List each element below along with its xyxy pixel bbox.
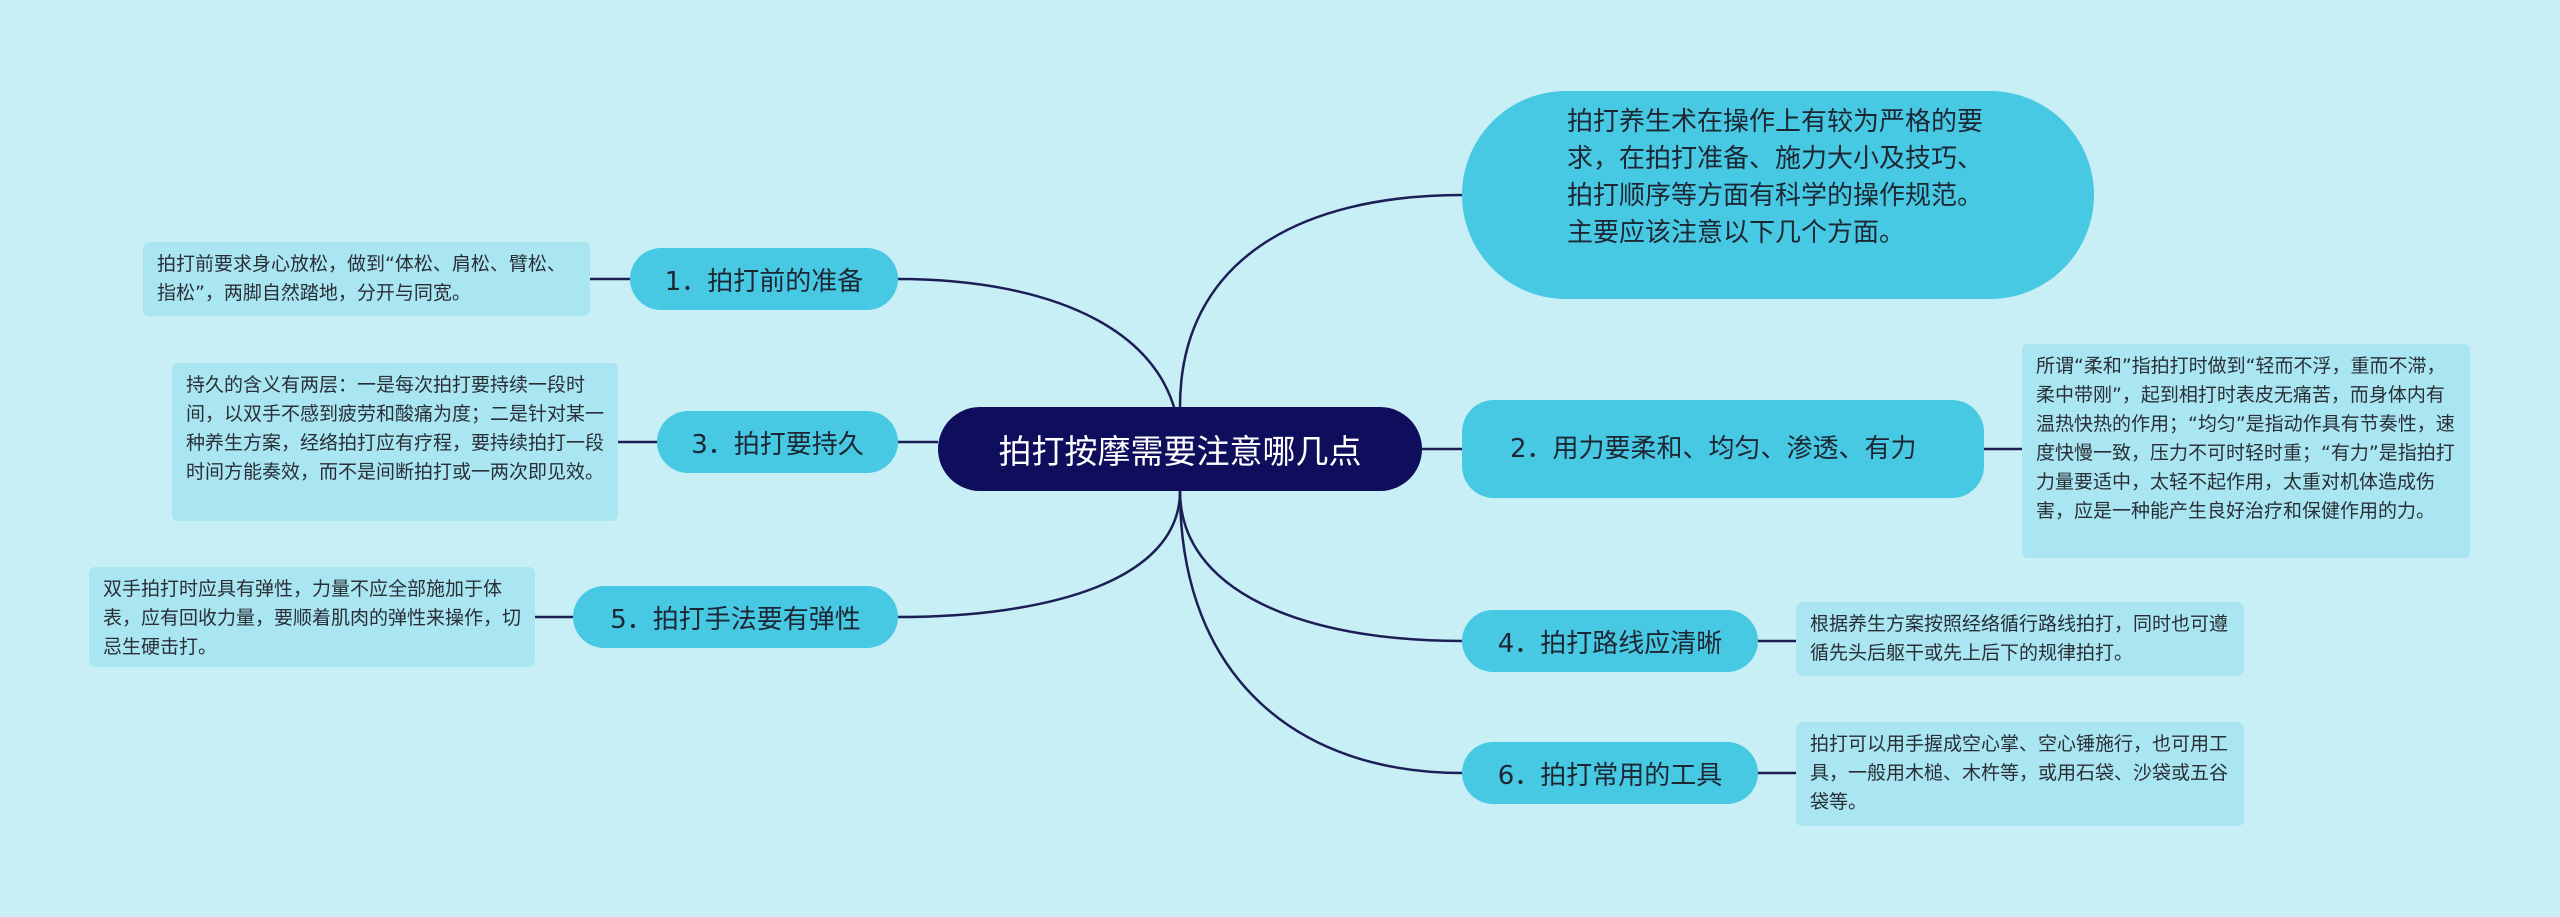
connector-center-intro bbox=[1178, 193, 1463, 408]
branch-topic-6[interactable]: 6．拍打常用的工具 bbox=[1462, 742, 1758, 804]
detail-note-5[interactable]: 双手拍打时应具有弹性，力量不应全部施加于体表，应有回收力量，要顺着肌肉的弹性来操… bbox=[89, 567, 535, 667]
branch-topic-5[interactable]: 5．拍打手法要有弹性 bbox=[573, 586, 898, 648]
branch-topic-3[interactable]: 3．拍打要持久 bbox=[657, 411, 898, 473]
branch-topic-2[interactable]: 2．用力要柔和、均匀、渗透、有力 bbox=[1462, 400, 1984, 498]
branch-topic-1[interactable]: 1．拍打前的准备 bbox=[630, 248, 898, 310]
detail-note-4[interactable]: 根据养生方案按照经络循行路线拍打，同时也可遵循先头后躯干或先上后下的规律拍打。 bbox=[1796, 602, 2244, 676]
branch-topic-4[interactable]: 4．拍打路线应清晰 bbox=[1462, 610, 1758, 672]
connector-center-branch-6 bbox=[1178, 490, 1463, 775]
connector-center-branch-4 bbox=[1178, 490, 1463, 643]
detail-note-1[interactable]: 拍打前要求身心放松，做到“体松、肩松、臂松、指松”，两脚自然踏地，分开与同宽。 bbox=[143, 242, 590, 316]
central-topic[interactable]: 拍打按摩需要注意哪几点 bbox=[938, 407, 1422, 491]
connector-center-branch-5 bbox=[897, 490, 1182, 619]
intro-topic[interactable]: 拍打养生术在操作上有较为严格的要求，在拍打准备、施力大小及技巧、拍打顺序等方面有… bbox=[1462, 91, 2094, 299]
connector-center-branch-1 bbox=[897, 277, 1182, 450]
detail-note-2[interactable]: 所谓“柔和”指拍打时做到“轻而不浮，重而不滞，柔中带刚”，起到相打时表皮无痛苦，… bbox=[2022, 344, 2470, 558]
detail-note-3[interactable]: 持久的含义有两层：一是每次拍打要持续一段时间，以双手不感到疲劳和酸痛为度；二是针… bbox=[172, 363, 618, 521]
detail-note-6[interactable]: 拍打可以用手握成空心掌、空心锤施行，也可用工具，一般用木槌、木杵等，或用石袋、沙… bbox=[1796, 722, 2244, 826]
